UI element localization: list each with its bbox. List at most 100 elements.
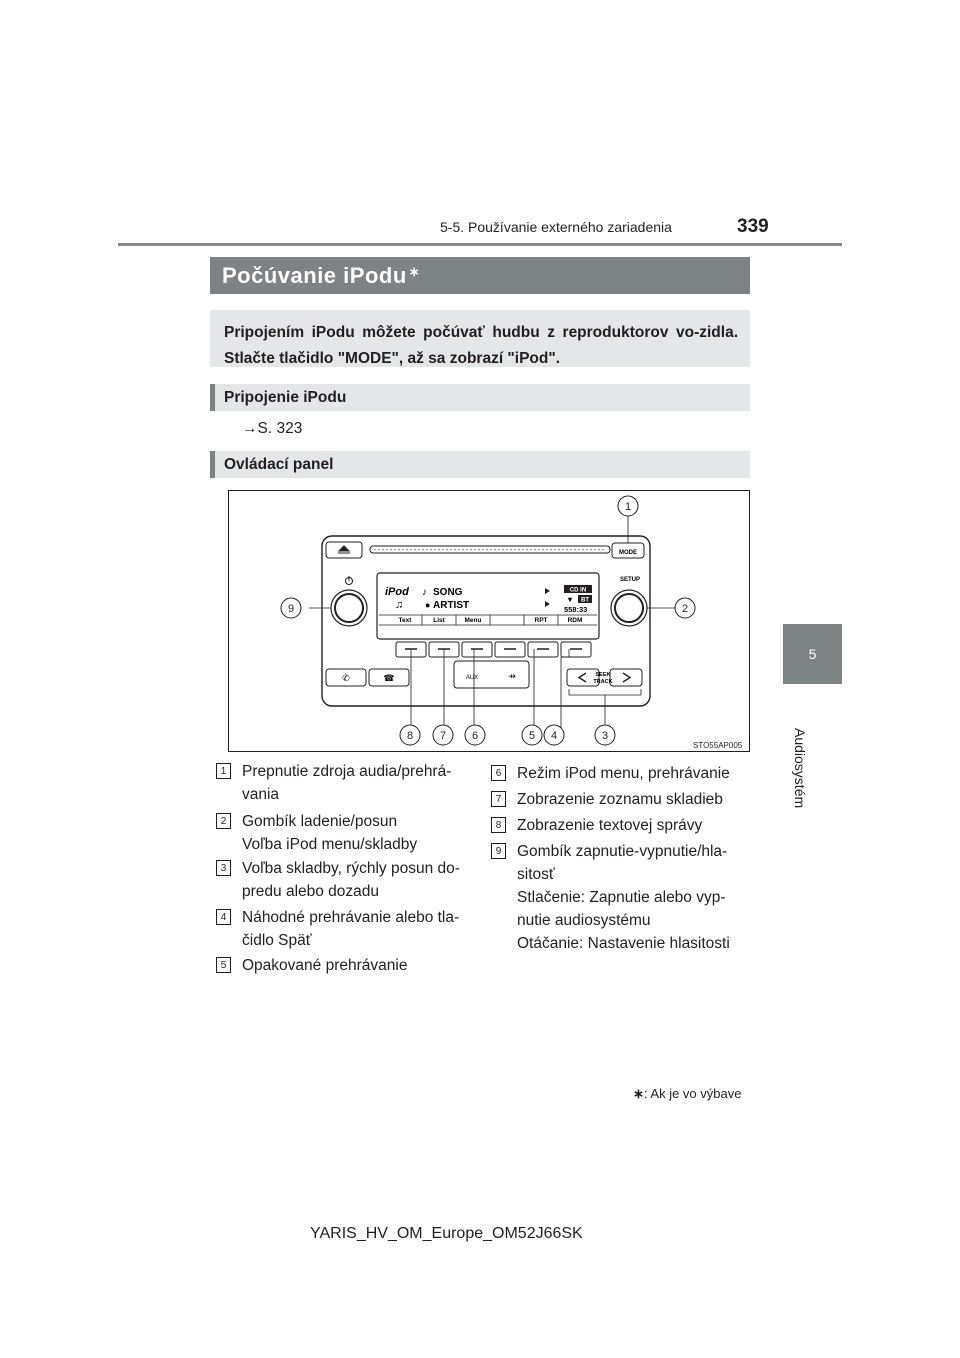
callout-7: 7: [440, 730, 446, 742]
header-rule: [118, 243, 842, 246]
page-title: Počúvanie iPodu∗: [210, 257, 750, 294]
phone-icon: ✆: [342, 673, 350, 683]
subheading-connect: Pripojenie iPodu: [210, 384, 750, 411]
legend-number-4: 4: [216, 909, 231, 925]
figure-code: STO55AP005: [693, 741, 743, 750]
mode-label: MODE: [619, 550, 637, 556]
hangup-icon: ☎: [383, 673, 394, 683]
bt-label: BT: [581, 598, 589, 604]
phone-hangup-button: [368, 668, 410, 687]
legend-text: Zobrazenie textovej správy: [517, 817, 703, 834]
subheading-connect-text: Pripojenie iPodu: [224, 388, 347, 406]
track-label: TRACK: [593, 679, 612, 685]
softkey-list: List: [433, 617, 445, 624]
legend-item-4: 4 Náhodné prehrávanie alebo tla- čidlo S…: [216, 906, 482, 952]
footnote: ∗: Ak je vo výbave: [633, 1086, 741, 1102]
arrow-icon: [545, 588, 550, 594]
callout-2: 2: [682, 603, 688, 615]
callout-3: 3: [602, 730, 608, 742]
display-time: 558:33: [564, 605, 587, 614]
seek-forward-button: [609, 668, 643, 687]
legend-text: nutie audiosystému: [517, 912, 651, 929]
legend-number-1: 1: [216, 763, 231, 779]
music-icon: ♫: [395, 599, 403, 611]
legend-text: Prepnutie zdroja audia/prehrá-: [242, 763, 452, 780]
bt-badge: [578, 595, 592, 603]
legend-text: Gombík zapnutie-vypnutie/hla-: [517, 843, 728, 860]
page-reference: →S. 323: [242, 420, 303, 437]
legend-item-9: 9 Gombík zapnutie-vypnutie/hla- sitosť S…: [491, 840, 757, 955]
signal-icon: ▾: [567, 595, 573, 604]
footnote-mark: ∗: [633, 1086, 644, 1101]
aux-label: AUX: [466, 675, 478, 681]
subheading-control-panel: Ovládací panel: [210, 451, 750, 478]
legend-text: Opakované prehrávanie: [242, 957, 408, 974]
softkey-rdm: RDM: [568, 617, 583, 624]
legend-item-3: 3 Voľba skladby, rýchly posun do- predu …: [216, 857, 482, 903]
legend-number-2: 2: [216, 813, 231, 829]
legend-number-3: 3: [216, 860, 231, 876]
legend-item-7: 7 Zobrazenie zoznamu skladieb: [491, 788, 757, 811]
legend-text: Gombík ladenie/posun: [242, 813, 398, 830]
legend-number-6: 6: [491, 765, 506, 781]
legend-text: Voľba skladby, rýchly posun do-: [242, 860, 460, 877]
display-source: iPod: [385, 586, 409, 598]
phone-pickup-button: [325, 668, 367, 687]
legend-text: vania: [242, 786, 280, 803]
callout-1: 1: [625, 501, 631, 513]
legend-number-8: 8: [491, 817, 506, 833]
legend-text: Režim iPod menu, prehrávanie: [517, 765, 730, 782]
eject-icon: [337, 545, 351, 554]
subheading-control-panel-text: Ovládací panel: [224, 455, 334, 473]
chapter-tab: 5: [783, 624, 842, 684]
softkey-menu: Menu: [465, 617, 482, 624]
legend-item-1: 1 Prepnutie zdroja audia/prehrá- vania: [216, 760, 482, 806]
legend-item-5: 5 Opakované prehrávanie: [216, 954, 482, 977]
display-song: SONG: [433, 587, 463, 598]
optional-mark: ∗: [408, 263, 421, 279]
document-id: YARIS_HV_OM_Europe_OM52J66SK: [310, 1225, 583, 1242]
legend-text: Náhodné prehrávanie alebo tla-: [242, 909, 460, 926]
cd-in-badge: [564, 585, 592, 593]
control-panel-figure: MODE SETUP iPod ♪ SONG ♫ ● ARTIST CD IN …: [228, 490, 750, 752]
softkey-text: Text: [399, 617, 413, 624]
callout-5: 5: [529, 730, 535, 742]
intro-text: Pripojením iPodu môžete počúvať hudbu z …: [224, 324, 738, 367]
callout-4: 4: [551, 730, 557, 742]
aux-usb-panel: [453, 660, 530, 689]
artist-icon: ●: [425, 600, 430, 610]
page-number: 339: [737, 216, 769, 237]
legend-item-6: 6 Režim iPod menu, prehrávanie: [491, 762, 757, 785]
seek-back-button: [566, 668, 600, 687]
intro-box: Pripojením iPodu môžete počúvať hudbu z …: [210, 310, 750, 367]
song-note-icon: ♪: [422, 587, 427, 598]
running-header-section: 5-5. Používanie externého zariadenia: [440, 219, 672, 235]
legend-item-8: 8 Zobrazenie textovej správy: [491, 814, 757, 837]
softkey-rpt: RPT: [535, 617, 548, 624]
footnote-text: : Ak je vo výbave: [643, 1086, 742, 1101]
audio-unit-illustration: MODE SETUP iPod ♪ SONG ♫ ● ARTIST CD IN …: [280, 495, 696, 746]
usb-icon: ⇸: [508, 671, 516, 681]
arrow-icon: [545, 601, 550, 607]
legend-text: Zobrazenie zoznamu skladieb: [517, 791, 723, 808]
display-screen: [376, 572, 600, 640]
legend-text: Otáčanie: Nastavenie hlasitosti: [517, 935, 730, 952]
setup-label: SETUP: [620, 577, 640, 583]
legend-number-9: 9: [491, 843, 506, 859]
callout-9: 9: [288, 603, 294, 615]
legend-text: Stlačenie: Zapnutie alebo vyp-: [517, 889, 726, 906]
legend-text: predu alebo dozadu: [242, 883, 380, 900]
legend-number-5: 5: [216, 957, 231, 973]
chapter-name: Audiosystém: [792, 728, 808, 809]
legend-text: Voľba iPod menu/skladby: [242, 836, 418, 853]
legend-number-7: 7: [491, 791, 506, 807]
callout-6: 6: [472, 730, 478, 742]
chevron-right-icon: [622, 672, 632, 683]
legend-item-2: 2 Gombík ladenie/posun Voľba iPod menu/s…: [216, 810, 482, 856]
chevron-left-icon: [577, 672, 587, 683]
legend-text: sitosť: [517, 866, 555, 883]
page-title-text: Počúvanie iPodu: [222, 262, 407, 288]
seek-label: SEEK: [596, 672, 611, 678]
cd-in-label: CD IN: [570, 588, 586, 594]
legend-text: čidlo Späť: [242, 932, 312, 949]
